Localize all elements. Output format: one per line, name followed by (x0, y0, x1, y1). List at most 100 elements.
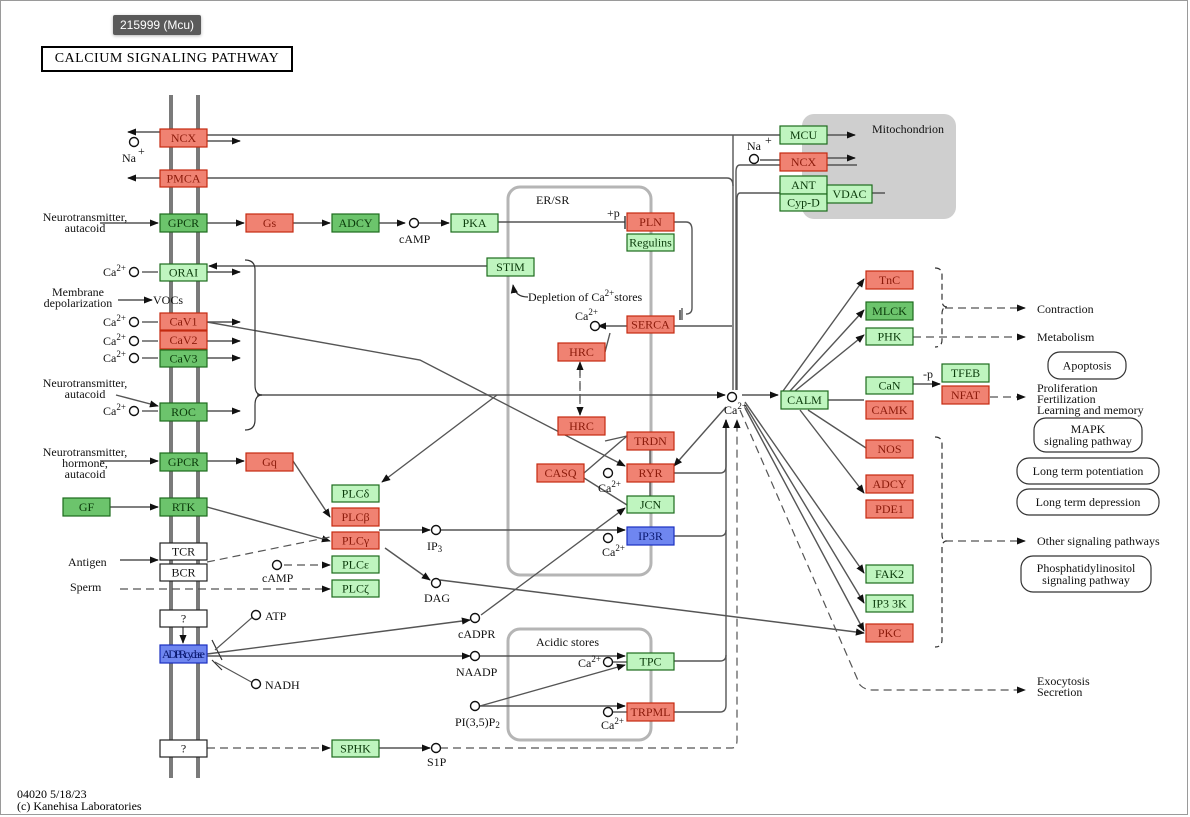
gene-node-adcy1[interactable]: ADCY (331, 213, 380, 233)
gene-box (941, 363, 990, 383)
na-ion-compound[interactable] (128, 136, 140, 148)
gene-node-orai[interactable]: ORAI (159, 263, 208, 282)
gene-node-ryr[interactable]: RYR (626, 463, 675, 483)
gene-node-stim[interactable]: STIM (486, 257, 535, 277)
calcium-ion-compound[interactable] (128, 405, 140, 417)
s1p-compound[interactable] (430, 742, 442, 754)
gene-node-bcr[interactable]: BCR (159, 563, 208, 582)
gene-node-pka[interactable]: PKA (450, 213, 499, 233)
pathway-link-ltp[interactable]: Long term potentiation (1016, 457, 1160, 485)
gene-node-ip3r[interactable]: IP3R (626, 526, 675, 546)
gene-node-phk[interactable]: PHK (865, 327, 914, 346)
gene-node-rtk[interactable]: RTK (159, 497, 208, 517)
exocytosis-label: Exocytosis (1037, 674, 1090, 688)
gene-node-pde1[interactable]: PDE1 (865, 499, 914, 519)
calcium-ion-compound[interactable] (602, 656, 614, 668)
gene-node-q1[interactable]: ? (159, 609, 208, 628)
gene-node-calm[interactable]: CALM (780, 390, 829, 410)
calcium-ion-compound[interactable] (128, 335, 140, 347)
gene-node-tnc[interactable]: TnC (865, 270, 914, 290)
gene-node-cav1[interactable]: CaV1 (159, 312, 208, 331)
gene-box (159, 169, 208, 188)
ip3-compound[interactable] (430, 524, 442, 536)
gene-node-cav2[interactable]: CaV2 (159, 330, 208, 350)
gene-node-mlck[interactable]: MLCK (865, 301, 914, 321)
calcium-ion-compound[interactable] (128, 266, 140, 278)
pathway-link-ltd[interactable]: Long term depression (1016, 488, 1160, 516)
gene-node-plcb[interactable]: PLCβ (331, 507, 380, 527)
nadh-label: NADH (265, 678, 300, 692)
calcium-ion-compound[interactable] (602, 706, 614, 718)
gene-node-adpr[interactable]: ADPRcyclase (159, 644, 208, 664)
atp-compound[interactable] (250, 609, 262, 621)
cytosolic-calcium-compound[interactable] (726, 391, 738, 403)
naadp-compound[interactable] (469, 650, 481, 662)
gene-node-gs[interactable]: Gs (245, 213, 294, 233)
gene-node-adcy2[interactable]: ADCY (865, 474, 914, 494)
gene-node-ncx1[interactable]: NCX (159, 128, 208, 148)
calcium-ion-compound[interactable] (128, 316, 140, 328)
gene-node-trpml[interactable]: TRPML (626, 702, 675, 722)
edge-45 (480, 507, 626, 616)
edge-53 (583, 435, 628, 474)
gene-node-tcr[interactable]: TCR (159, 542, 208, 561)
gene-node-plce[interactable]: PLCε (331, 555, 380, 574)
gene-node-ip33k[interactable]: IP3 3K (865, 594, 914, 613)
gene-node-nos[interactable]: NOS (865, 439, 914, 459)
gene-box (865, 400, 914, 420)
calcium-ion-compound[interactable] (602, 532, 614, 544)
calcium-ion-compound[interactable] (128, 352, 140, 364)
calcium-ion-compound[interactable] (589, 320, 601, 332)
calcium-ion-compound[interactable] (602, 467, 614, 479)
gene-node-hrc2[interactable]: HRC (557, 416, 606, 436)
gene-node-ant[interactable]: ANT (779, 175, 828, 195)
edge-69 (807, 409, 867, 449)
gene-node-cav3[interactable]: CaV3 (159, 349, 208, 368)
na-ion-compound[interactable] (748, 153, 760, 165)
gene-node-gpcr2[interactable]: GPCR (159, 452, 208, 472)
gene-node-gpcr1[interactable]: GPCR (159, 213, 208, 233)
nadh-compound[interactable] (250, 678, 262, 690)
gene-node-sphk[interactable]: SPHK (331, 739, 380, 758)
calcium-label-6: Ca2+ (598, 479, 621, 495)
gene-node-pmca[interactable]: PMCA (159, 169, 208, 188)
gene-node-cypd[interactable]: Cyp-D (779, 193, 828, 212)
gene-node-tpc[interactable]: TPC (626, 652, 675, 671)
gene-node-roc[interactable]: ROC (159, 402, 208, 422)
gene-node-ncx2[interactable]: NCX (779, 152, 828, 172)
gene-node-fak2[interactable]: FAK2 (865, 564, 914, 584)
gene-node-pln[interactable]: PLN (626, 212, 675, 232)
gene-node-serca[interactable]: SERCA (626, 315, 675, 334)
gene-node-trdn[interactable]: TRDN (626, 431, 675, 451)
proliferation-label: Fertilization (1037, 392, 1096, 406)
gene-node-pkc[interactable]: PKC (865, 623, 914, 643)
dag-compound[interactable] (430, 577, 442, 589)
gene-node-gf[interactable]: GF (62, 497, 111, 517)
atp-label: ATP (265, 609, 287, 623)
gene-node-jcn[interactable]: JCN (626, 495, 675, 514)
gene-node-plcz[interactable]: PLCζ (331, 579, 380, 598)
pi35p2-compound[interactable] (469, 700, 481, 712)
camp-compound[interactable] (408, 217, 420, 229)
gene-node-mcu[interactable]: MCU (779, 125, 828, 145)
gene-label: PHK (877, 330, 901, 344)
gene-node-tfeb[interactable]: TFEB (941, 363, 990, 383)
camp-compound[interactable] (271, 559, 283, 571)
gene-node-plcg[interactable]: PLCγ (331, 531, 380, 550)
gene-node-vdac[interactable]: VDAC (826, 184, 873, 204)
gene-node-camk[interactable]: CAMK (865, 400, 914, 420)
camp-label-2: cAMP (262, 571, 294, 585)
gene-node-hrc1[interactable]: HRC (557, 342, 606, 362)
gene-node-can[interactable]: CaN (865, 376, 914, 395)
gene-node-q2[interactable]: ? (159, 739, 208, 758)
gene-node-nfat[interactable]: NFAT (941, 385, 990, 405)
gene-node-gq[interactable]: Gq (245, 452, 294, 472)
gene-node-plcd[interactable]: PLCδ (331, 484, 380, 503)
cadpr-compound[interactable] (469, 612, 481, 624)
gene-node-regulins[interactable]: Regulins (626, 233, 675, 252)
gene-node-casq[interactable]: CASQ (536, 463, 585, 483)
pathway-link-apoptosis[interactable]: Apoptosis (1047, 351, 1127, 380)
